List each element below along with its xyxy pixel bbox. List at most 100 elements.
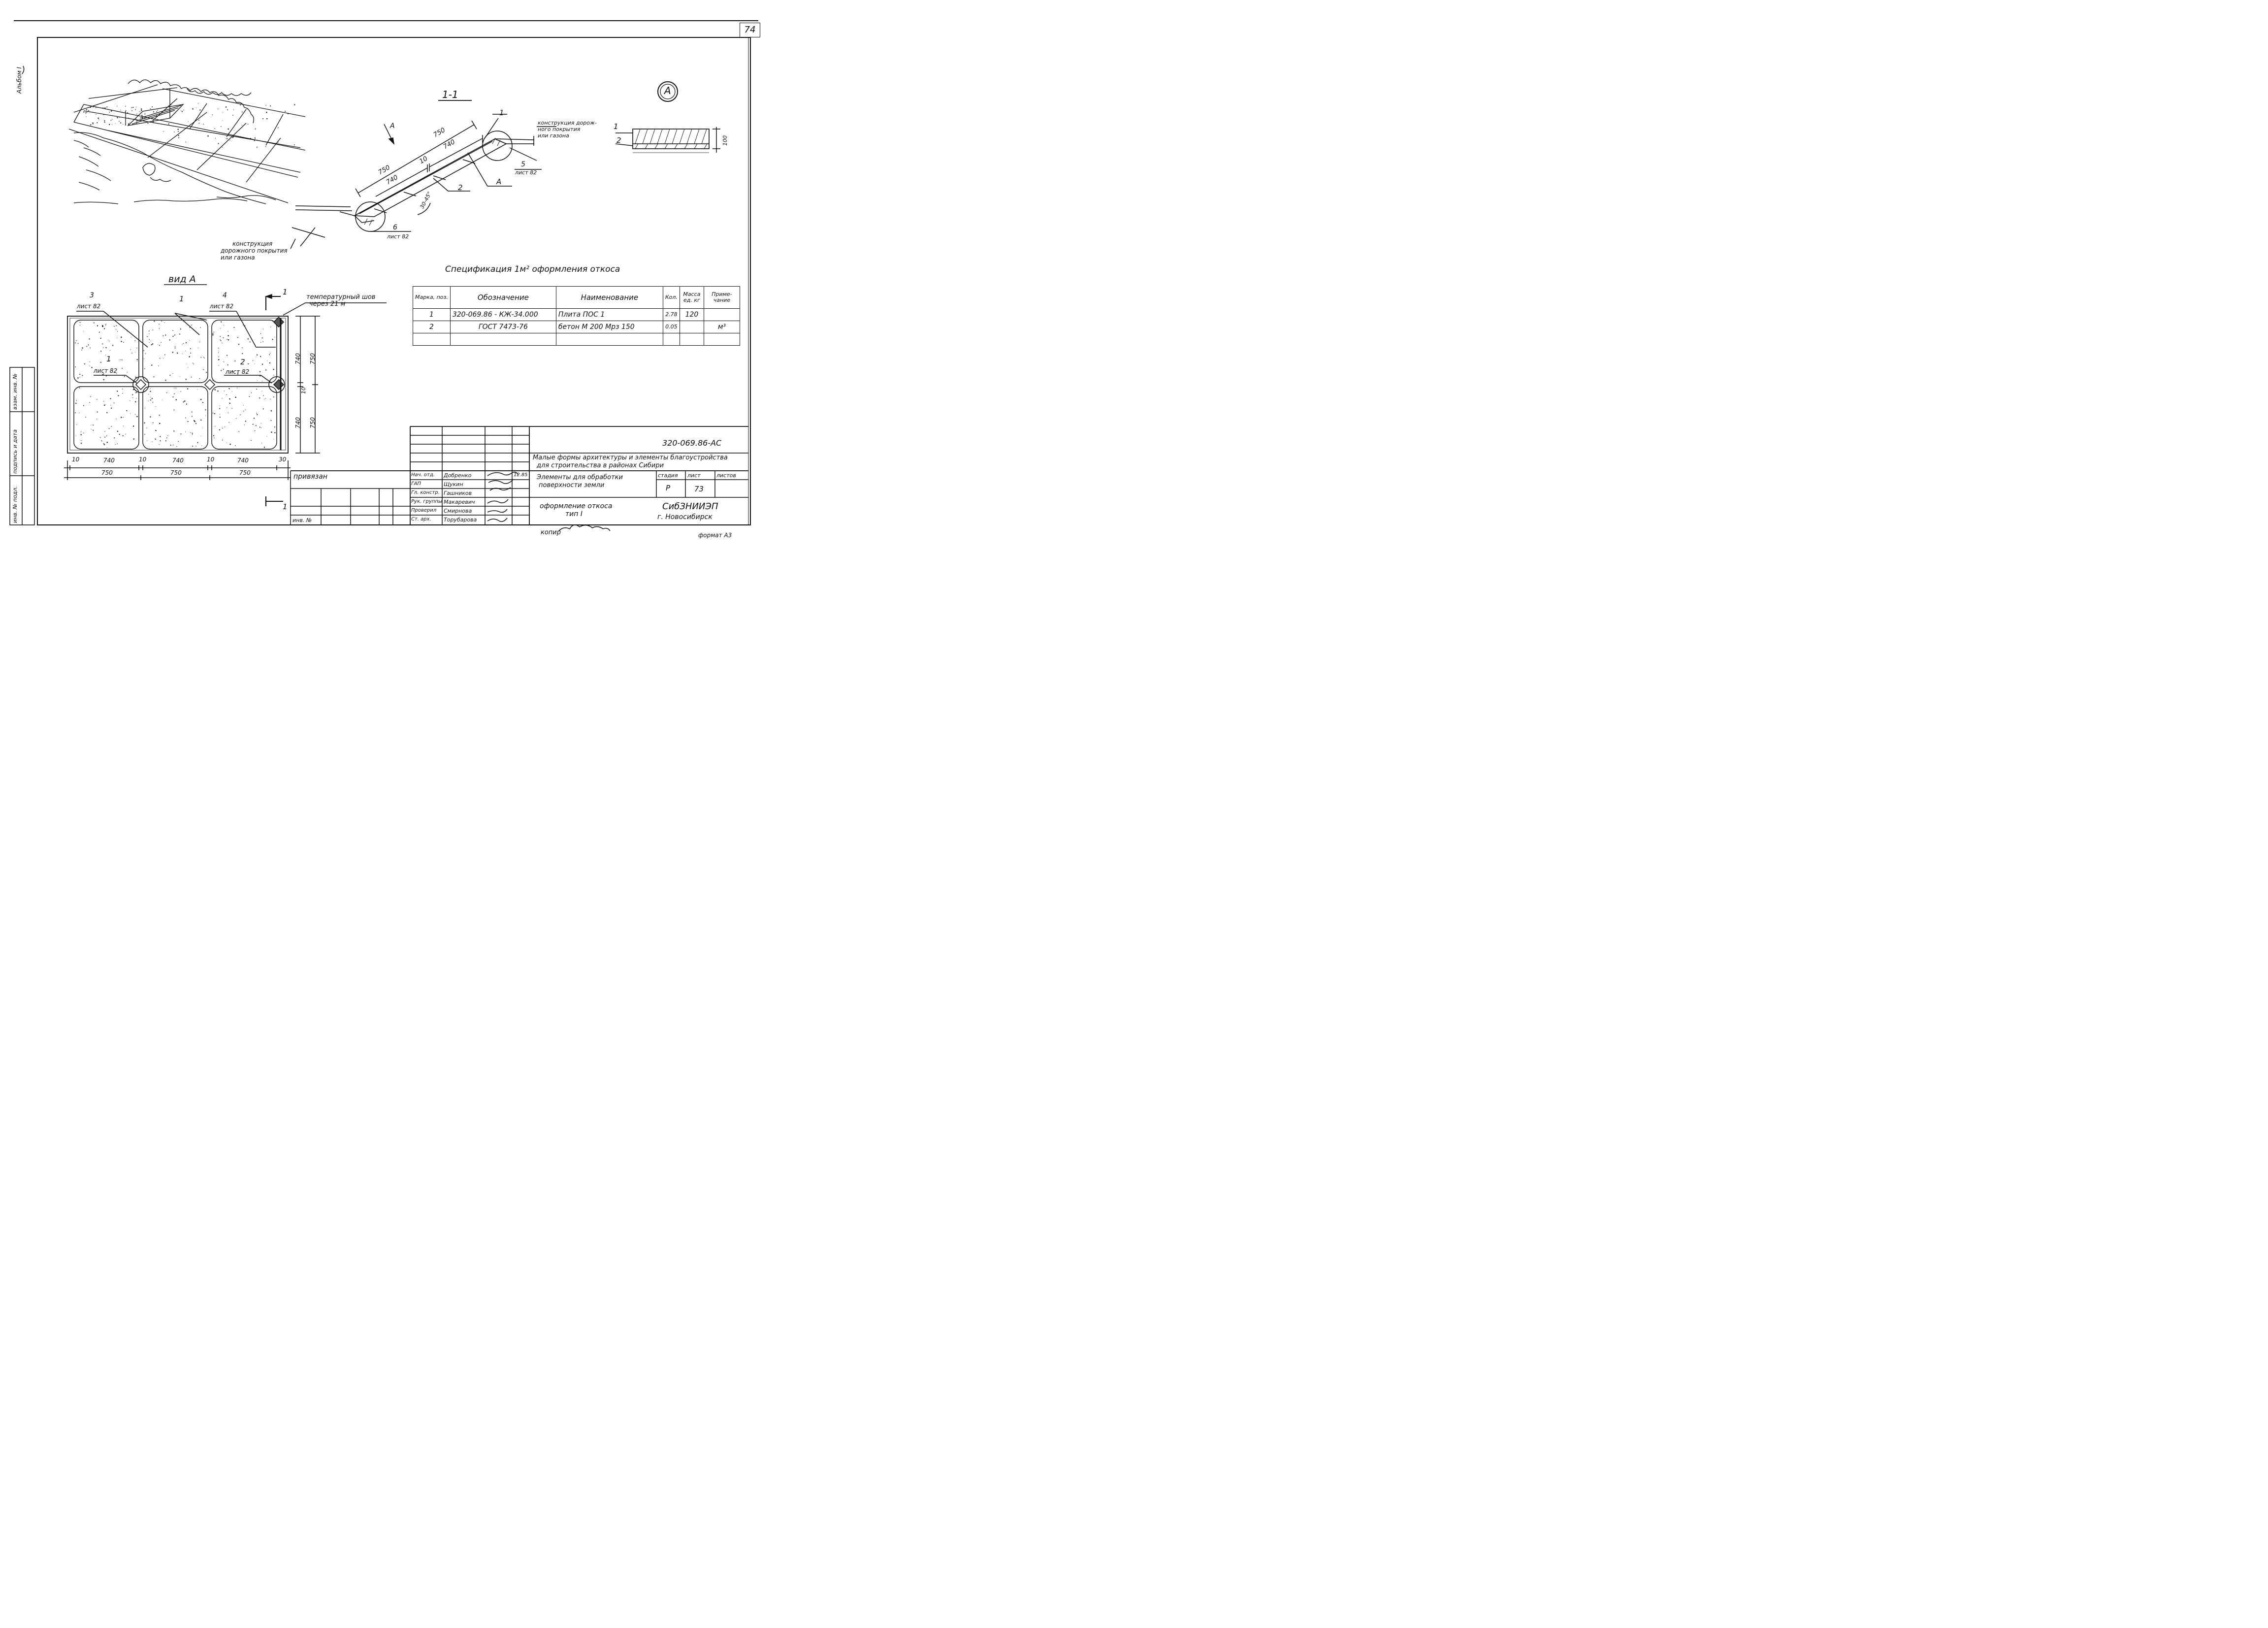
title-block-lines bbox=[22, 65, 748, 531]
spec-cell: 320-069.86 - КЖ-34.000 bbox=[450, 308, 556, 321]
view-a-plan bbox=[64, 284, 387, 506]
right-dim-750-top: 750 bbox=[309, 353, 316, 364]
view-arrow-label: А bbox=[390, 122, 395, 130]
callout-2-number: 2 bbox=[240, 358, 245, 366]
right-dim-10: 10 bbox=[300, 387, 307, 394]
section-mark-bottom: 1 bbox=[283, 502, 288, 511]
spec-cell bbox=[662, 333, 680, 346]
road-note-top-1: конструкция дорож- bbox=[538, 120, 597, 126]
spec-row: 2 ГОСТ 7473-76 бетон М 200 Мрз 150 0.05 … bbox=[413, 321, 740, 333]
callout-1-number: 1 bbox=[106, 355, 111, 363]
section-1-1 bbox=[290, 100, 556, 249]
spec-row bbox=[413, 333, 740, 346]
callout-5-number: 5 bbox=[521, 161, 525, 168]
spec-cell bbox=[679, 333, 704, 346]
side-stamp-replace: взам. инв. № bbox=[12, 373, 18, 410]
date-value: 12.85 bbox=[514, 472, 528, 478]
spec-cell bbox=[555, 333, 663, 346]
sheet-title-line-2: тип I bbox=[565, 510, 583, 518]
spec-cell: Плита ПОС 1 bbox=[555, 308, 663, 321]
callout-3-number: 3 bbox=[90, 292, 94, 299]
person-name: Смирнова bbox=[444, 508, 472, 514]
project-line-2: для строительства в районах Сибири bbox=[537, 462, 664, 469]
bottom-dim-3: 10 bbox=[139, 456, 147, 463]
spec-cell bbox=[679, 321, 704, 333]
callout-4-sheet: лист 82 bbox=[210, 303, 234, 310]
spec-cell: ГОСТ 7473-76 bbox=[450, 321, 556, 333]
bottom-total-1: 750 bbox=[101, 469, 113, 476]
detail-pos-1: 1 bbox=[614, 122, 618, 131]
callout-6-sheet: лист 82 bbox=[387, 233, 409, 240]
sheets-label: листов bbox=[716, 472, 736, 479]
stage-label: стадия bbox=[658, 472, 678, 479]
person-name: Добренко bbox=[444, 472, 472, 479]
right-dim-740-bottom: 740 bbox=[294, 417, 301, 428]
section-title: 1-1 bbox=[442, 89, 458, 100]
side-stamp-inv: инв. № подл. bbox=[12, 486, 18, 523]
element-line-1: Элементы для обработки bbox=[537, 474, 623, 481]
spec-header-qty: Кол. bbox=[662, 286, 680, 309]
spec-cell: 0.05 bbox=[662, 321, 680, 333]
role-label: ГАП bbox=[411, 481, 421, 487]
bottom-dim-2: 740 bbox=[103, 457, 115, 464]
right-dim-740-top: 740 bbox=[294, 353, 301, 364]
joint-note-2: через 21 м bbox=[309, 300, 346, 308]
section-mark-top: 1 bbox=[283, 288, 288, 296]
perspective-sketch bbox=[68, 79, 306, 204]
callout-6-number: 6 bbox=[393, 224, 397, 231]
spec-cell bbox=[703, 308, 740, 321]
callout-5-sheet: лист 82 bbox=[515, 169, 537, 176]
spec-header-row: Марка, поз. Обозначение Наименование Кол… bbox=[413, 286, 740, 309]
person-name: Щукин bbox=[444, 481, 463, 488]
bottom-dim-7: 30 bbox=[279, 456, 287, 463]
person-name: Гашников bbox=[444, 490, 472, 496]
bottom-dim-6: 740 bbox=[237, 457, 249, 464]
drawing-sheet: 74 Альбом I инв. № подл. подпись и дата … bbox=[0, 0, 772, 554]
detail-pos-2: 2 bbox=[616, 136, 621, 145]
city: г. Новосибирск bbox=[657, 513, 713, 521]
spec-cell: 120 bbox=[679, 308, 704, 321]
callout-4-number: 4 bbox=[223, 292, 227, 299]
detail-thickness: 100 bbox=[722, 135, 728, 146]
role-label: Проверил bbox=[411, 508, 437, 513]
callout-3-sheet: лист 82 bbox=[77, 303, 101, 310]
spec-header-designation: Обозначение bbox=[450, 286, 556, 309]
callout-2-sheet: лист 82 bbox=[226, 368, 250, 375]
role-label: Рук. группы bbox=[411, 499, 442, 504]
hatching bbox=[364, 129, 708, 226]
sheet-number-value: 73 bbox=[694, 485, 704, 493]
copy-label: копир bbox=[541, 529, 561, 536]
callout-1-sheet: лист 82 bbox=[94, 367, 118, 374]
sheet-title-line-1: оформление откоса bbox=[540, 502, 613, 510]
bottom-dim-1: 10 bbox=[72, 456, 80, 463]
section-pos-2: 2 bbox=[458, 183, 463, 192]
element-line-2: поверхности земли bbox=[539, 482, 605, 489]
road-note-bottom-2: дорожного покрытия bbox=[221, 247, 288, 254]
bottom-dim-5: 10 bbox=[207, 456, 215, 463]
view-marker: А bbox=[664, 85, 671, 97]
road-note-bottom-3: или газона bbox=[221, 254, 255, 261]
road-note-top-2: ного покрытия bbox=[538, 126, 581, 132]
bound-label: привязан bbox=[293, 473, 327, 481]
road-note-top-3: или газона bbox=[538, 132, 569, 139]
spec-cell bbox=[413, 333, 451, 346]
spec-header-mass: Масса ед. кг bbox=[679, 286, 704, 309]
bottom-total-3: 750 bbox=[239, 469, 251, 476]
spec-header-mark: Марка, поз. bbox=[413, 286, 451, 309]
section-pos-1: 1 bbox=[499, 108, 504, 117]
spec-table: Марка, поз. Обозначение Наименование Кол… bbox=[413, 286, 740, 346]
drawing-lineart bbox=[9, 20, 758, 531]
spec-cell: бетон М 200 Мрз 150 bbox=[555, 321, 663, 333]
inv-number-label: инв. № bbox=[292, 517, 312, 523]
spec-cell: 2 bbox=[413, 321, 451, 333]
section-pos-a: А bbox=[496, 177, 502, 186]
spec-row: 1 320-069.86 - КЖ-34.000 Плита ПОС 1 2.7… bbox=[413, 308, 740, 321]
doc-code: 320-069.86-АС bbox=[662, 438, 722, 448]
role-label: Гл. констр. bbox=[411, 490, 440, 495]
spec-header-name: Наименование bbox=[555, 286, 663, 309]
detail-layers bbox=[615, 127, 720, 153]
view-a-pos-1: 1 bbox=[179, 294, 184, 303]
album-label: Альбом I bbox=[16, 66, 23, 94]
person-name: Макаревич bbox=[444, 499, 475, 505]
right-dim-750-bottom: 750 bbox=[309, 417, 316, 428]
